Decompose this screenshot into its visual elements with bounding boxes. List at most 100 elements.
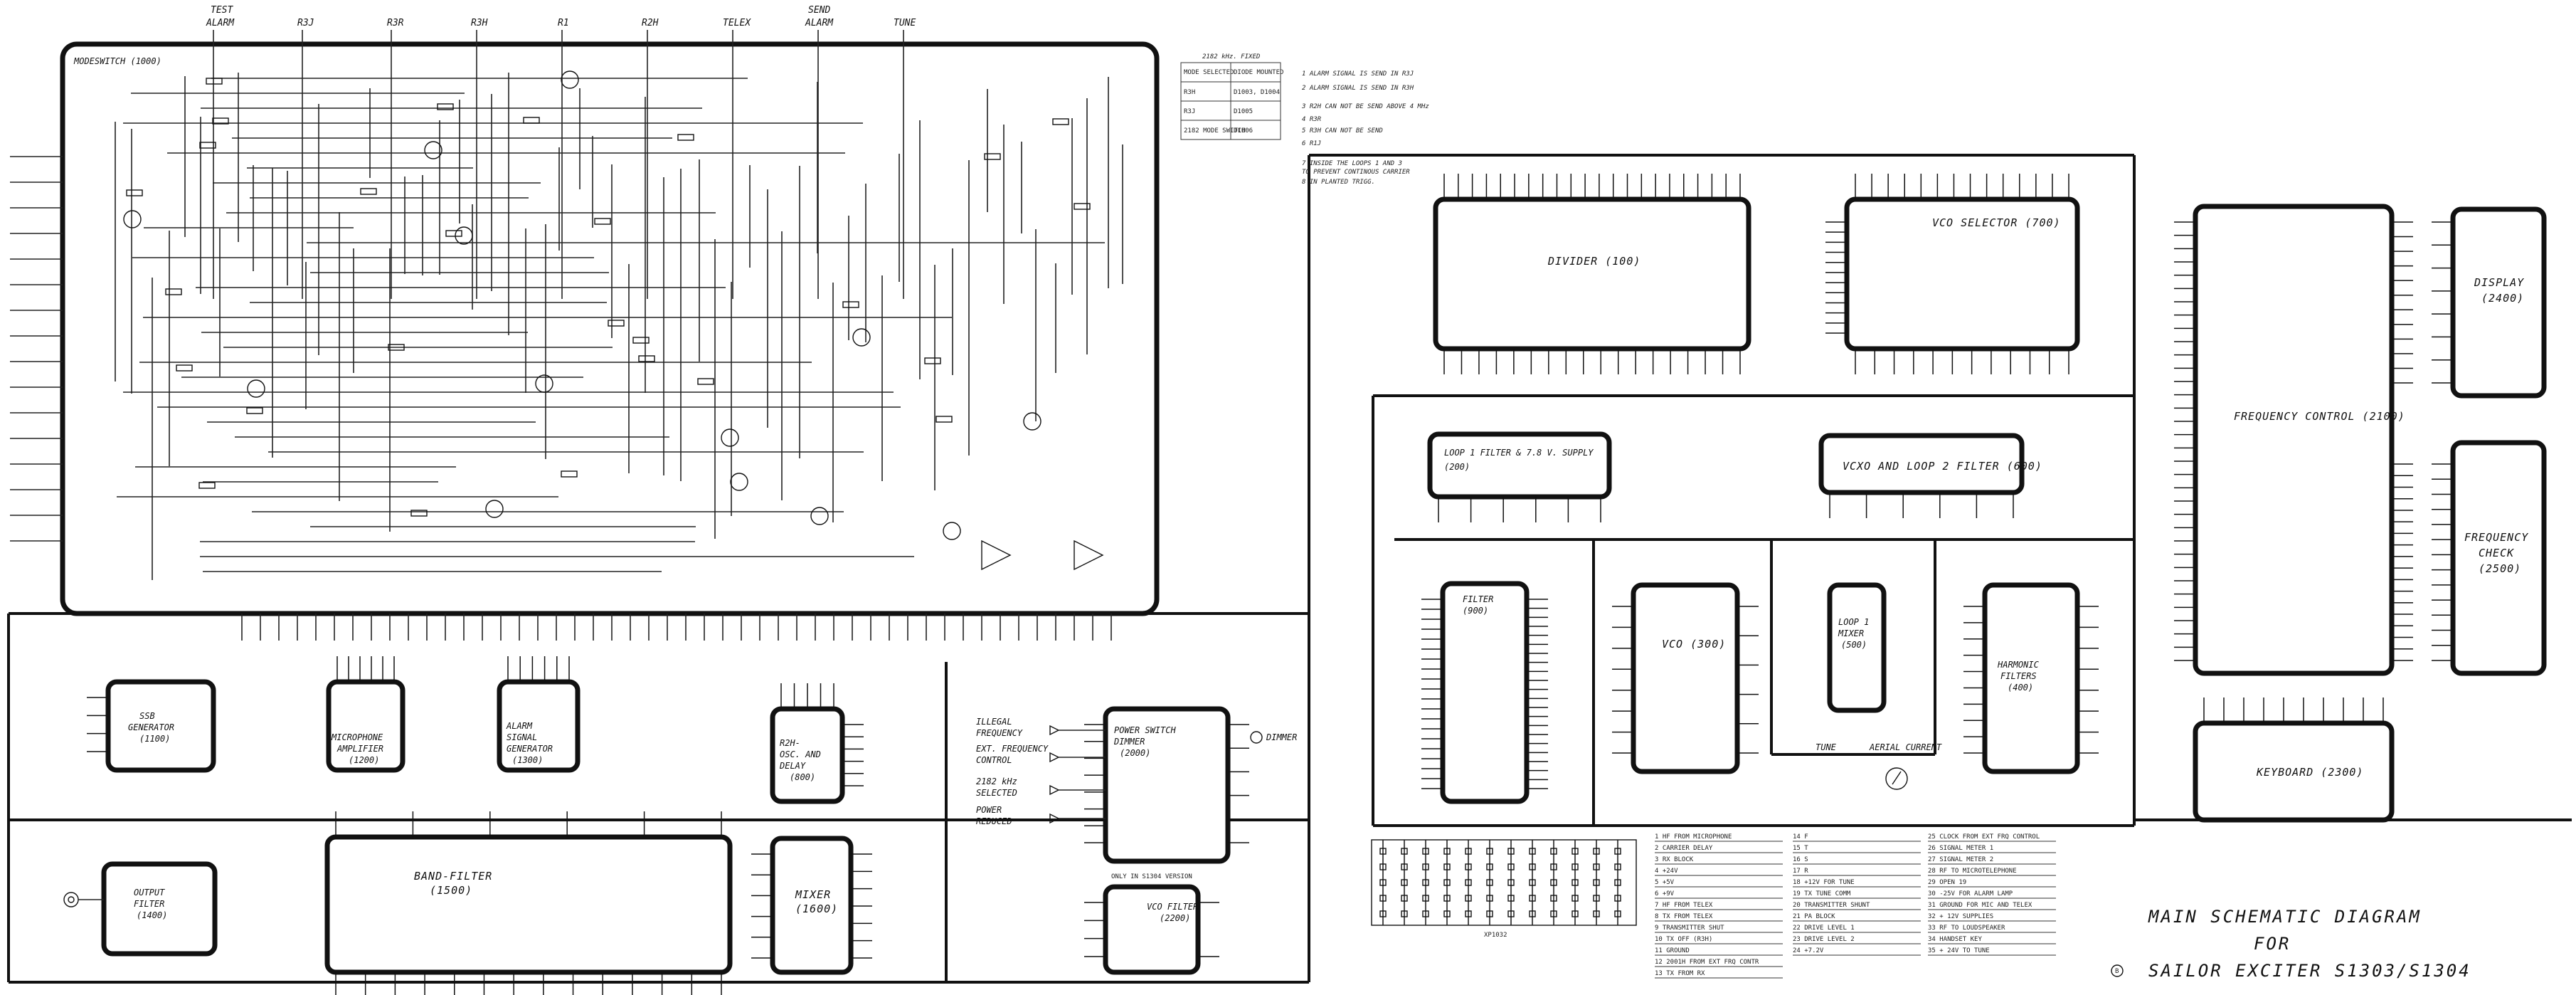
filter-block <box>1440 581 1530 804</box>
note-1: 1 ALARM SIGNAL IS SEND IN R3J <box>1302 70 1414 78</box>
microphone-amplifier-group: MICROPHONE AMPLIFIER (1200) <box>326 679 406 773</box>
vco-selector-label: VCO SELECTOR (700) <box>1932 216 2061 229</box>
legend-entry: 29 OPEN 19 <box>1928 879 1966 886</box>
legend-entry: 2 CARRIER DELAY <box>1655 845 1713 852</box>
indicator-2182-2: SELECTED <box>976 788 1017 798</box>
top-label-r3j: R3J <box>297 18 314 28</box>
title-line-2: FOR <box>2254 934 2291 954</box>
display-label: DISPLAY <box>2474 276 2524 289</box>
terminal-strip-label: XP1032 <box>1484 932 1507 939</box>
dimmer-area: DIMMER <box>1250 731 1297 744</box>
harmonic-filters-label: HARMONIC <box>1997 660 2040 670</box>
vco-filter-group: VCO FILTER (2200) ONLY IN S1304 VERSION <box>1103 873 1201 975</box>
notes: 1 ALARM SIGNAL IS SEND IN R3J 2 ALARM SI… <box>1301 70 1429 186</box>
frequency-check-number: (2500) <box>2479 562 2521 575</box>
vcxo-loop2-group: VCXO AND LOOP 2 FILTER (600) <box>1818 433 2042 495</box>
legend-entry: 3 RX BLOCK <box>1655 856 1694 863</box>
tune-label: TUNE <box>1816 742 1837 752</box>
power-switch-label-2: DIMMER <box>1113 737 1145 747</box>
block-wiring <box>87 174 2453 995</box>
top-label-send-alarm: SEND <box>808 5 830 16</box>
legend-entry: 25 CLOCK FROM EXT FRQ CONTROL <box>1928 833 2040 841</box>
legend-entry: 34 HANDSET KEY <box>1928 936 1982 943</box>
frequency-check-group: FREQUENCY CHECK (2500) <box>2450 440 2547 676</box>
output-filter-block <box>101 861 218 957</box>
mixer-group: MIXER (1600) <box>770 836 854 975</box>
terminal-strip: XP1032 <box>1371 839 1637 939</box>
note-8: 8 IN PLANTED TRIGG. <box>1302 179 1375 186</box>
title-line-3: SAILOR EXCITER S1303/S1304 <box>2148 961 2471 981</box>
alarm-signal-generator-block <box>497 679 581 773</box>
loop1-mixer-group: LOOP 1 MIXER (500) <box>1827 582 1887 713</box>
legend-entry: 12 2001H FROM EXT FRQ CONTR <box>1655 959 1759 966</box>
frequency-control-label: FREQUENCY CONTROL (2100) <box>2234 410 2405 423</box>
ssb-generator-number: (1100) <box>139 734 170 744</box>
keyboard-group: KEYBOARD (2300) <box>2193 720 2395 823</box>
top-label-test-alarm-2: ALARM <box>206 18 235 28</box>
band-filter-group: BAND-FILTER (1500) <box>324 834 733 975</box>
fixed-r0c0: MODE SELECTED <box>1184 69 1234 76</box>
loop1-mixer-label: LOOP 1 <box>1838 617 1869 627</box>
note-3: 3 R2H CAN NOT BE SEND ABOVE 4 MHz <box>1301 103 1429 110</box>
legend-entry: 14 F <box>1793 833 1808 841</box>
fixed-r0c1: DIODE MOUNTED <box>1234 69 1283 76</box>
legend-entry: 32 + 12V SUPPLIES <box>1928 913 1993 920</box>
display-block <box>2450 206 2547 399</box>
output-filter-number: (1400) <box>137 910 167 920</box>
legend-entry: 28 RF TO MICROTELEPHONE <box>1928 868 2017 875</box>
top-labels: TEST ALARM R3J R3R R3H R1 R2H TELEX SEND… <box>206 5 916 28</box>
top-label-tune: TUNE <box>894 18 916 28</box>
vcxo-loop2-block <box>1818 433 2025 495</box>
aerial-current-label: AERIAL CURRENT <box>1869 742 1942 752</box>
indicator-illegal: ILLEGAL <box>976 717 1012 727</box>
microphone-amplifier-label: MICROPHONE <box>331 732 383 742</box>
fixed-table: 2182 kHz. FIXED MODE SELECTED DIODE MOUN… <box>1180 53 1283 140</box>
title-rev: B <box>2115 968 2119 975</box>
legend-entry: 9 TRANSMITTER SHUT <box>1655 925 1724 932</box>
keyboard-label: KEYBOARD (2300) <box>2256 766 2363 779</box>
legend-entry: 15 T <box>1793 845 1808 852</box>
r2h-osc-label: R2H- <box>780 738 800 748</box>
filter-group: FILTER (900) <box>1440 581 1530 804</box>
output-filter-group: OUTPUT FILTER (1400) <box>101 861 218 957</box>
legend-entry: 16 S <box>1793 856 1808 863</box>
top-label-r3h: R3H <box>471 18 488 28</box>
r2h-osc-label-2: OSC. AND <box>780 749 821 759</box>
display-group: DISPLAY (2400) <box>2450 206 2547 399</box>
power-switch-label: POWER SWITCH <box>1114 725 1176 735</box>
loop1-filter-number: (200) <box>1444 462 1470 472</box>
legend-entry: 21 PA BLOCK <box>1793 913 1835 920</box>
top-label-send-alarm-2: ALARM <box>805 18 834 28</box>
note-7b: TO PREVENT CONTINOUS CARRIER <box>1302 169 1410 176</box>
vco-selector-group: VCO SELECTOR (700) <box>1844 196 2080 352</box>
loop1-mixer-label-2: MIXER <box>1838 628 1864 638</box>
frequency-control-group: FREQUENCY CONTROL (2100) <box>2193 204 2405 676</box>
microphone-amplifier-number: (1200) <box>349 755 379 765</box>
vco-selector-block <box>1844 196 2080 352</box>
ssb-generator-group: SSB GENERATOR (1100) <box>105 679 216 773</box>
output-filter-label: OUTPUT <box>134 888 165 897</box>
vcxo-loop2-label: VCXO AND LOOP 2 FILTER (600) <box>1843 460 2042 473</box>
top-label-r1: R1 <box>558 18 569 28</box>
indicator-power-2: REDUCED <box>976 816 1012 826</box>
note-7: 7 INSIDE THE LOOPS 1 AND 3 <box>1302 160 1402 167</box>
loop1-filter-group: LOOP 1 FILTER & 7.8 V. SUPPLY (200) <box>1427 431 1612 500</box>
antenna-connector <box>63 892 104 907</box>
vco-label: VCO (300) <box>1662 638 1726 651</box>
vco-filter-label: VCO FILTER <box>1147 902 1198 912</box>
only-s1304-label: ONLY IN S1304 VERSION <box>1111 873 1192 880</box>
filter-number: (900) <box>1463 606 1488 616</box>
legend-entry: 10 TX OFF (R3H) <box>1655 936 1712 943</box>
vco-filter-block <box>1103 884 1201 975</box>
indicator-ext-2: CONTROL <box>976 755 1012 765</box>
vco-group: VCO (300) <box>1631 582 1740 774</box>
legend-entry: 35 + 24V TO TUNE <box>1928 947 1990 954</box>
mixer-number: (1600) <box>795 902 838 915</box>
power-switch-block <box>1103 706 1231 864</box>
band-filter-number: (1500) <box>430 884 472 897</box>
microphone-amplifier-block <box>326 679 406 773</box>
fixed-r3c1: D1006 <box>1234 127 1253 135</box>
legend-entry: 13 TX FROM RX <box>1655 970 1705 977</box>
top-label-telex: TELEX <box>723 18 751 28</box>
